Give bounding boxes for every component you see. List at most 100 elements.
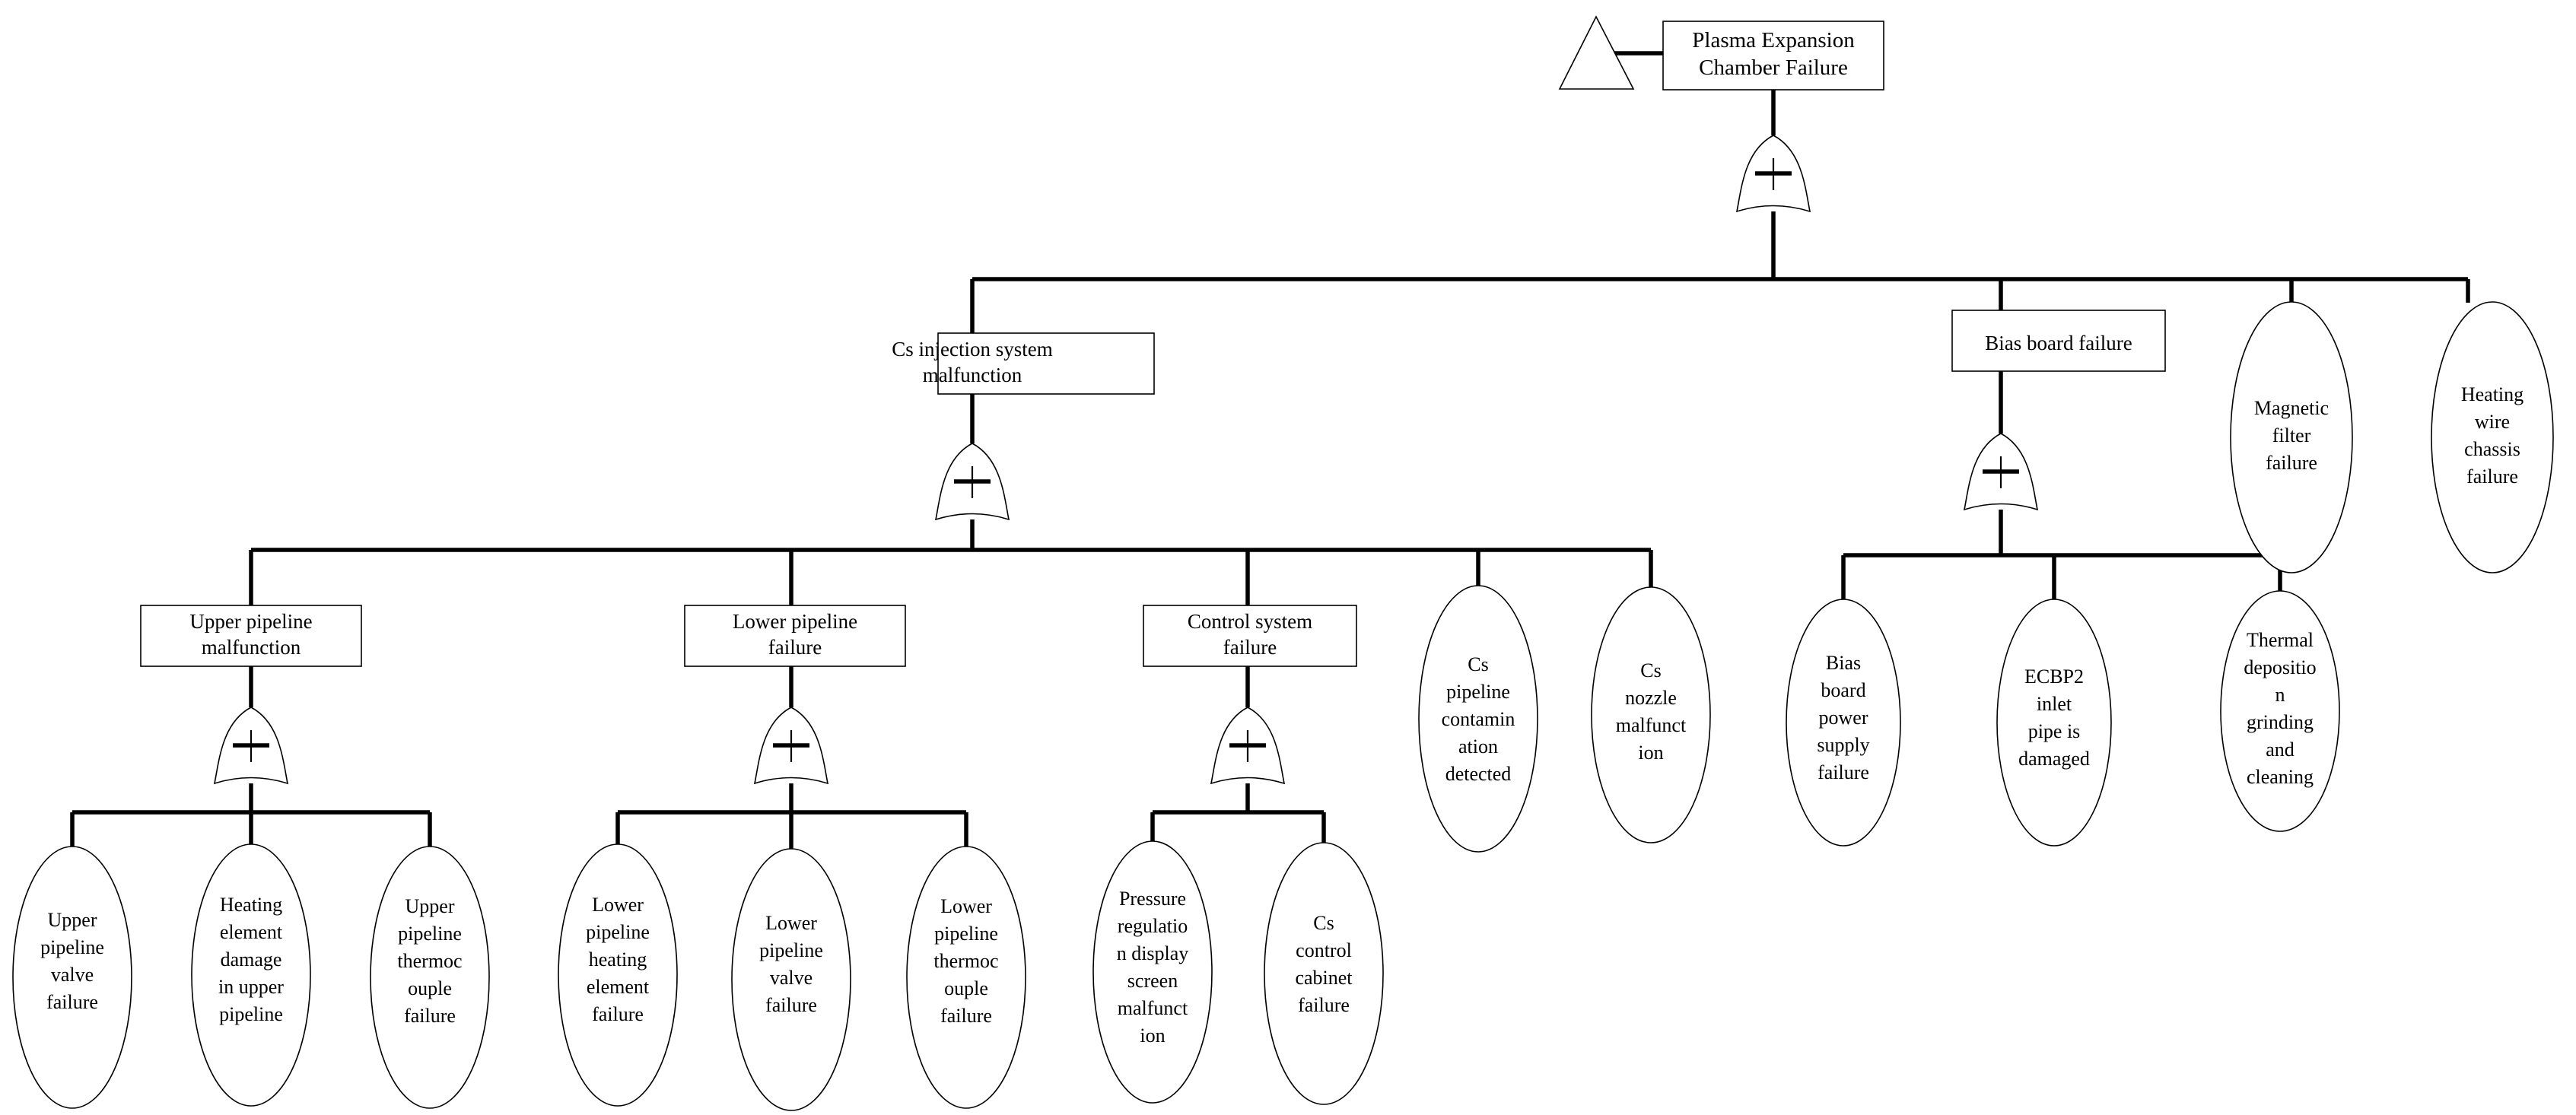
node-upper-heating-line-5: pipeline	[219, 1003, 283, 1025]
or-gate-cs-injection	[934, 443, 1010, 521]
node-cs-contam-line-5: detected	[1445, 763, 1512, 785]
node-heating-wire-line-4: failure	[2466, 465, 2518, 488]
node-bias-board-power-supply-failure[interactable]: Bias board power supply failure	[1786, 599, 1901, 847]
node-lower-heating-line-5: failure	[592, 1003, 644, 1025]
node-cs-nozzle-line-4: ion	[1638, 742, 1663, 764]
node-top-event[interactable]: Plasma Expansion Chamber Failure	[1662, 21, 1884, 91]
node-pressure-line-3: n display	[1117, 942, 1189, 964]
node-cs-nozzle-line-3: malfunct	[1616, 714, 1687, 736]
node-lower-pipeline-line-2: failure	[768, 636, 822, 659]
node-bias-board-label: Bias board failure	[1985, 332, 2132, 354]
node-upper-thermo-line-4: ouple	[408, 977, 452, 999]
node-heating-wire-line-3: chassis	[2464, 438, 2520, 460]
node-bias-board-failure[interactable]: Bias board failure	[1951, 310, 2166, 372]
node-ecbp2-line-3: pipe is	[2028, 720, 2081, 742]
node-ecbp2-line-2: inlet	[2037, 693, 2072, 715]
node-lower-pipeline-thermocouple-failure[interactable]: Lower pipeline thermoc ouple failure	[906, 846, 1026, 1109]
node-magnetic-filter-line-3: failure	[2266, 452, 2317, 474]
node-lower-pipeline-valve-failure[interactable]: Lower pipeline valve failure	[731, 848, 851, 1111]
or-gate-bias-board	[1963, 433, 2039, 511]
node-lower-valve-line-2: pipeline	[759, 939, 823, 961]
node-thermal-line-6: cleaning	[2247, 766, 2314, 788]
node-ecbp2-inlet-pipe-damaged[interactable]: ECBP2 inlet pipe is damaged	[1996, 599, 2112, 847]
node-upper-thermo-line-5: failure	[404, 1005, 456, 1027]
node-thermal-line-5: and	[2266, 739, 2295, 761]
node-thermal-line-4: grinding	[2247, 711, 2314, 733]
or-gate-top	[1735, 135, 1811, 213]
node-cs-injection-system[interactable]: Cs injection system malfunction	[892, 332, 1155, 395]
node-cs-pipeline-contamination[interactable]: Cs pipeline contamin ation detected	[1418, 585, 1538, 853]
node-magnetic-filter-failure[interactable]: Magnetic filter failure	[2230, 301, 2353, 573]
node-upper-heating-line-3: damage	[221, 948, 282, 970]
node-pressure-regulation-display-malfunction[interactable]: Pressure regulatio n display screen malf…	[1092, 840, 1213, 1104]
or-gate-upper-pipeline	[213, 707, 289, 785]
node-upper-pipeline-line-2: malfunction	[202, 636, 301, 659]
node-heating-wire-chassis-failure[interactable]: Heating wire chassis failure	[2431, 301, 2554, 573]
node-upper-thermo-line-1: Upper	[405, 895, 455, 917]
node-lower-valve-line-4: failure	[765, 994, 817, 1016]
node-pressure-line-1: Pressure	[1119, 888, 1186, 910]
connector-layer	[70, 51, 2470, 850]
node-lower-valve-line-1: Lower	[765, 912, 817, 934]
transfer-triangle-icon	[1558, 15, 1635, 90]
node-cs-control-cabinet-failure[interactable]: Cs control cabinet failure	[1264, 842, 1384, 1105]
node-bias-power-line-5: failure	[1818, 761, 1869, 783]
node-cs-contam-line-3: contamin	[1442, 708, 1515, 730]
node-control-system-failure[interactable]: Control system failure	[1143, 605, 1357, 667]
node-ecbp2-line-4: damaged	[2018, 748, 2090, 770]
node-heating-wire-line-2: wire	[2475, 411, 2510, 433]
node-upper-pipeline-line-1: Upper pipeline	[189, 610, 312, 633]
node-lower-heating-line-4: element	[587, 976, 650, 998]
or-gate-lower-pipeline	[753, 707, 829, 785]
node-lower-thermo-line-1: Lower	[940, 895, 992, 917]
node-cs-nozzle-line-2: nozzle	[1625, 687, 1677, 709]
node-lower-pipeline-line-1: Lower pipeline	[733, 610, 857, 633]
node-upper-thermo-line-2: pipeline	[398, 923, 462, 945]
node-cs-contam-line-2: pipeline	[1446, 681, 1510, 703]
node-upper-heating-element-damage[interactable]: Heating element damage in upper pipeline	[191, 843, 311, 1107]
node-bias-power-line-2: board	[1821, 679, 1865, 701]
node-upper-heating-line-4: in upper	[218, 976, 284, 998]
node-lower-valve-line-3: valve	[770, 967, 813, 989]
node-upper-pipeline-valve-failure[interactable]: Upper pipeline valve failure	[12, 846, 132, 1109]
node-upper-valve-line-4: failure	[46, 991, 98, 1013]
node-thermal-line-3: n	[2275, 684, 2285, 706]
node-lower-thermo-line-2: pipeline	[934, 923, 998, 945]
node-ecbp2-line-1: ECBP2	[2024, 666, 2084, 688]
node-control-system-line-1: Control system	[1188, 610, 1312, 633]
or-gate-control-system	[1210, 707, 1286, 785]
node-cs-nozzle-malfunction[interactable]: Cs nozzle malfunct ion	[1591, 586, 1711, 843]
node-lower-pipeline-heating-element-failure[interactable]: Lower pipeline heating element failure	[558, 843, 678, 1107]
node-upper-valve-line-2: pipeline	[40, 936, 104, 958]
node-pressure-line-6: ion	[1140, 1024, 1165, 1047]
node-pressure-line-2: regulatio	[1118, 915, 1188, 937]
node-control-system-line-2: failure	[1223, 636, 1277, 659]
node-magnetic-filter-line-2: filter	[2272, 424, 2311, 446]
node-upper-valve-line-1: Upper	[48, 909, 97, 931]
node-upper-pipeline-malfunction[interactable]: Upper pipeline malfunction	[140, 605, 362, 667]
node-magnetic-filter-line-1: Magnetic	[2254, 397, 2329, 419]
node-cs-nozzle-line-1: Cs	[1640, 659, 1661, 681]
node-cs-cabinet-line-1: Cs	[1313, 912, 1334, 934]
node-cs-cabinet-line-2: control	[1296, 939, 1352, 961]
node-cs-cabinet-line-3: cabinet	[1295, 967, 1353, 989]
node-lower-thermo-line-3: thermoc	[933, 950, 998, 972]
node-top-event-line-1: Plasma Expansion	[1692, 28, 1855, 52]
node-cs-injection-line-1: Cs injection system	[892, 338, 1053, 361]
node-bias-power-line-4: supply	[1817, 734, 1869, 756]
node-heating-wire-line-1: Heating	[2461, 383, 2524, 405]
node-thermal-deposition-grinding-cleaning[interactable]: Thermal depositio n grinding and cleanin…	[2220, 590, 2340, 832]
node-lower-pipeline-failure[interactable]: Lower pipeline failure	[684, 605, 906, 667]
node-lower-thermo-line-5: failure	[940, 1005, 992, 1027]
node-upper-heating-line-2: element	[220, 921, 283, 943]
node-pressure-line-5: malfunct	[1118, 997, 1188, 1019]
node-upper-heating-line-1: Heating	[220, 894, 282, 916]
gate-layer	[213, 135, 2039, 785]
node-lower-heating-line-3: heating	[589, 948, 647, 970]
node-cs-cabinet-line-4: failure	[1298, 994, 1350, 1016]
node-bias-power-line-1: Bias	[1826, 652, 1861, 674]
node-upper-pipeline-thermocouple-failure[interactable]: Upper pipeline thermoc ouple failure	[370, 846, 490, 1109]
node-lower-heating-line-2: pipeline	[586, 921, 650, 943]
node-cs-contam-line-1: Cs	[1468, 653, 1488, 675]
